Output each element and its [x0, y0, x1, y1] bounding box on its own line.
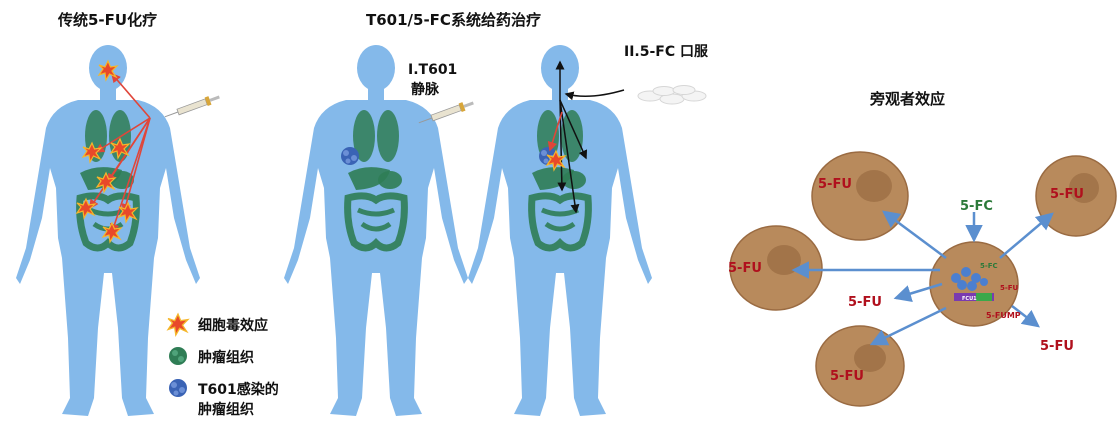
legend-cytotoxic-icon — [168, 314, 188, 335]
legend-infected-line1: T601感染的 — [198, 381, 279, 398]
step-iv-line1: I.T601 — [408, 62, 457, 78]
pills-icon — [638, 86, 706, 105]
label-5fu-top-left: 5-FU — [818, 177, 852, 192]
label-5fu-top-right: 5-FU — [1050, 187, 1084, 202]
legend-tumor-icon — [169, 347, 187, 365]
legend-cytotoxic-label: 细胞毒效应 — [198, 317, 268, 334]
legend-infected-line2: 肿瘤组织 — [198, 401, 254, 418]
legend-tumor-label: 肿瘤组织 — [198, 349, 254, 366]
label-5fu-right: 5-FU — [1040, 339, 1074, 354]
label-5fc: 5-FC — [960, 199, 993, 214]
label-5fu-bottom: 5-FU — [830, 369, 864, 384]
legend: 细胞毒效应 肿瘤组织 T601感染的 肿瘤组织 — [168, 314, 279, 418]
step-oral: II.5-FC 口服 — [624, 44, 709, 60]
label-5fu-inner: 5-FU — [1000, 284, 1019, 292]
label-5fc-inner: 5-FC — [980, 262, 998, 270]
step-iv-line2: 静脉 — [411, 81, 440, 98]
label-5fu-center-left: 5-FU — [848, 295, 882, 310]
legend-infected-icon — [169, 379, 187, 397]
enzyme-label: FCU1 — [962, 296, 977, 302]
label-5fu-left: 5-FU — [728, 261, 762, 276]
label-5fump: 5-FUMP — [986, 311, 1021, 320]
human-figure-iv — [284, 45, 468, 416]
syringe-icon — [163, 93, 221, 121]
tumor-infected-icon — [341, 147, 359, 165]
